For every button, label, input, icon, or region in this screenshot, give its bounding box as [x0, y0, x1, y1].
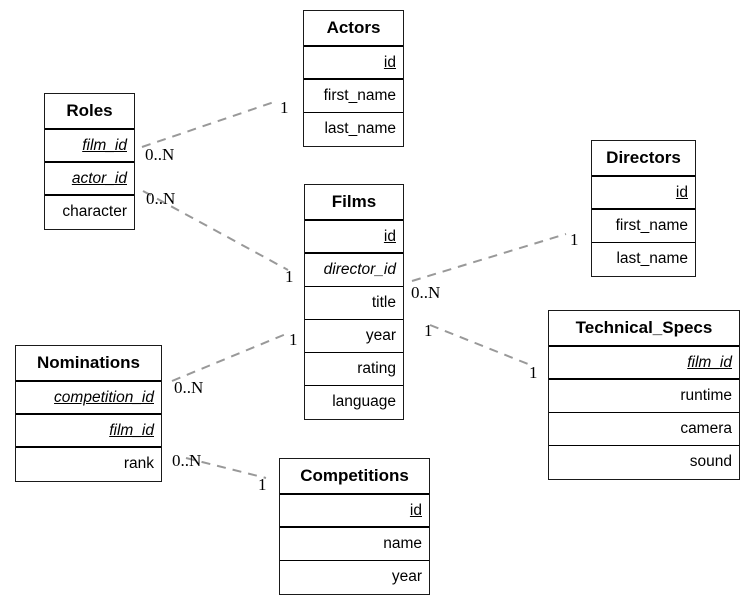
cardinality-nominations-films-source: 0..N: [174, 378, 204, 397]
attribute-roles-character[interactable]: character: [62, 203, 127, 220]
attribute-roles-actor_id[interactable]: actor_id: [45, 163, 134, 196]
attribute-technical_specs-sound[interactable]: sound: [689, 453, 732, 470]
cardinality-films-directors-target: 1: [570, 230, 579, 249]
attribute-competitions-name[interactable]: name: [280, 528, 429, 561]
attribute-films-year[interactable]: year: [305, 320, 403, 353]
entity-title-directors: Directors: [592, 141, 695, 177]
relationship-line-films-technical_specs: [429, 324, 534, 367]
attribute-technical_specs-runtime[interactable]: runtime: [549, 380, 739, 413]
attribute-directors-first_name[interactable]: first_name: [592, 210, 695, 243]
cardinality-films-technical_specs-source: 1: [424, 321, 433, 340]
cardinality-roles-actors-source: 0..N: [145, 145, 175, 164]
entity-title-films: Films: [305, 185, 403, 221]
entity-title-nominations: Nominations: [16, 346, 161, 382]
attribute-nominations-rank[interactable]: rank: [123, 455, 154, 472]
cardinality-films-technical_specs-target: 1: [529, 363, 538, 382]
attribute-competitions-id[interactable]: id: [280, 495, 429, 528]
attribute-films-rating[interactable]: rating: [305, 353, 403, 386]
entity-title-technical_specs: Technical_Specs: [549, 311, 739, 347]
attribute-films-director_id[interactable]: director_id: [305, 254, 403, 287]
cardinality-roles-films-source: 0..N: [146, 189, 176, 208]
cardinality-nominations-films-target: 1: [289, 330, 298, 349]
relationship-line-roles-actors: [141, 100, 278, 148]
cardinality-nominations-competitions-source: 0..N: [172, 451, 202, 470]
entity-title-roles: Roles: [45, 94, 134, 130]
cardinality-nominations-competitions-target: 1: [258, 475, 267, 494]
attribute-films-language[interactable]: language: [332, 393, 396, 410]
attribute-nominations-film_id[interactable]: film_id: [16, 415, 161, 448]
attribute-actors-last_name[interactable]: last_name: [324, 120, 396, 137]
attribute-directors-id[interactable]: id: [592, 177, 695, 210]
entity-title-actors: Actors: [304, 11, 403, 47]
attribute-roles-film_id[interactable]: film_id: [45, 130, 134, 163]
cardinality-roles-actors-target: 1: [280, 98, 289, 117]
cardinality-films-directors-source: 0..N: [411, 283, 441, 302]
attribute-technical_specs-camera[interactable]: camera: [549, 413, 739, 446]
attribute-nominations-competition_id[interactable]: competition_id: [16, 382, 161, 415]
attribute-films-title[interactable]: title: [305, 287, 403, 320]
relationship-line-films-directors: [411, 233, 567, 282]
cardinality-roles-films-target: 1: [285, 267, 294, 286]
attribute-directors-last_name[interactable]: last_name: [616, 250, 688, 267]
attribute-actors-first_name[interactable]: first_name: [304, 80, 403, 113]
relationship-line-nominations-films: [171, 333, 287, 382]
attribute-competitions-year[interactable]: year: [391, 568, 422, 585]
attribute-technical_specs-film_id[interactable]: film_id: [549, 347, 739, 380]
entity-title-competitions: Competitions: [280, 459, 429, 495]
attribute-actors-id[interactable]: id: [304, 47, 403, 80]
attribute-films-id[interactable]: id: [305, 221, 403, 254]
